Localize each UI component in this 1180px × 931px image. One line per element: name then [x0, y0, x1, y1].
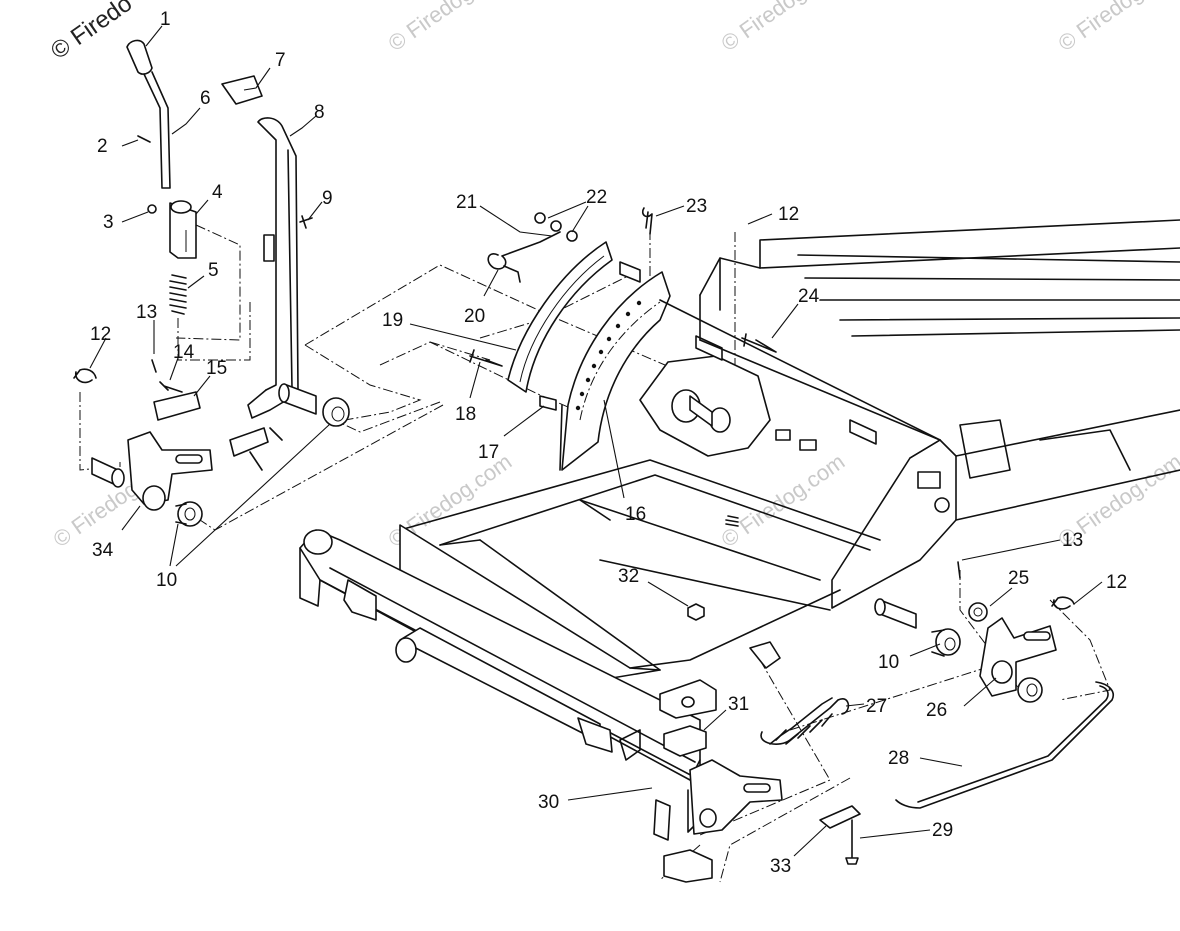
watermark: © Firedog.com: [1054, 0, 1180, 56]
callout-18: 18: [455, 404, 476, 425]
spring-part: [760, 697, 850, 745]
callout-12: 12: [778, 204, 799, 225]
callout-5: 5: [208, 260, 219, 281]
arc-plate-part: [507, 241, 613, 393]
callout-28: 28: [888, 748, 909, 769]
quadrant-assembly: [469, 207, 877, 471]
callout-1: 1: [160, 9, 171, 30]
spring-pin-part: [487, 231, 561, 270]
callout-7: 7: [275, 50, 286, 71]
callout-2: 2: [97, 136, 108, 157]
callout-22: 22: [586, 187, 607, 208]
quadrant-plate-part: [561, 271, 671, 471]
callout-31: 31: [728, 694, 749, 715]
callout-8: 8: [314, 102, 325, 123]
callout-12: 12: [90, 324, 111, 345]
cotter-pin-part: [641, 207, 653, 235]
grip-part: [126, 39, 153, 75]
callout-21: 21: [456, 192, 477, 213]
spring-part: [169, 274, 187, 315]
callout-10: 10: [156, 570, 177, 591]
pivot-bracket-part: [127, 431, 213, 505]
callout-19: 19: [382, 310, 403, 331]
callout-33: 33: [770, 856, 791, 877]
callout-13: 13: [1062, 530, 1083, 551]
callout-3: 3: [103, 212, 114, 233]
watermark: © Firedog.com: [384, 0, 517, 56]
clip-part: [1051, 596, 1075, 610]
clamp-part: [663, 725, 707, 757]
callout-25: 25: [1008, 568, 1029, 589]
rod-part: [895, 681, 1114, 809]
bolt-part: [469, 349, 503, 367]
right-pivot-assembly: [760, 561, 1114, 865]
watermark: © Firedog.com: [717, 0, 850, 56]
washer-part: [968, 602, 988, 622]
pivot-bracket-part: [979, 617, 1057, 697]
callout-32: 32: [618, 566, 639, 587]
callout-16: 16: [625, 504, 646, 525]
callout-6: 6: [200, 88, 211, 109]
callout-29: 29: [932, 820, 953, 841]
clip-part: [73, 368, 97, 384]
bolt-part: [845, 819, 859, 865]
watermark-corner: © Firedo: [46, 0, 137, 65]
callout-10: 10: [878, 652, 899, 673]
callouts: 1 6 2 7 8 4 9 3 5 13 12 14 15 34 10 21 2…: [90, 9, 1127, 877]
plate-part: [819, 805, 861, 829]
callout-20: 20: [464, 306, 485, 327]
callout-9: 9: [322, 188, 333, 209]
callout-4: 4: [212, 182, 223, 203]
leader-lines: [89, 25, 1103, 857]
plate-part: [153, 391, 201, 421]
callout-14: 14: [173, 342, 195, 363]
callout-23: 23: [686, 196, 707, 217]
bolt-part: [299, 215, 313, 229]
callout-27: 27: [866, 696, 887, 717]
assembly-lines: [79, 224, 1111, 883]
lever-rod-part: [143, 71, 171, 189]
callout-12: 12: [1106, 572, 1127, 593]
nut-part: [687, 603, 705, 621]
callout-13: 13: [136, 302, 157, 323]
main-frame: [299, 219, 1180, 883]
roll-pin-part: [137, 135, 151, 143]
bracket-part: [169, 202, 197, 259]
callout-15: 15: [206, 358, 227, 379]
bushing-part: [935, 628, 961, 656]
callout-26: 26: [926, 700, 947, 721]
left-lever-assembly: [73, 39, 350, 527]
bushing-part: [322, 397, 350, 427]
callout-24: 24: [798, 286, 820, 307]
callout-30: 30: [538, 792, 559, 813]
lever-handle-part: [221, 75, 263, 105]
callout-17: 17: [478, 442, 499, 463]
callout-34: 34: [92, 540, 114, 561]
